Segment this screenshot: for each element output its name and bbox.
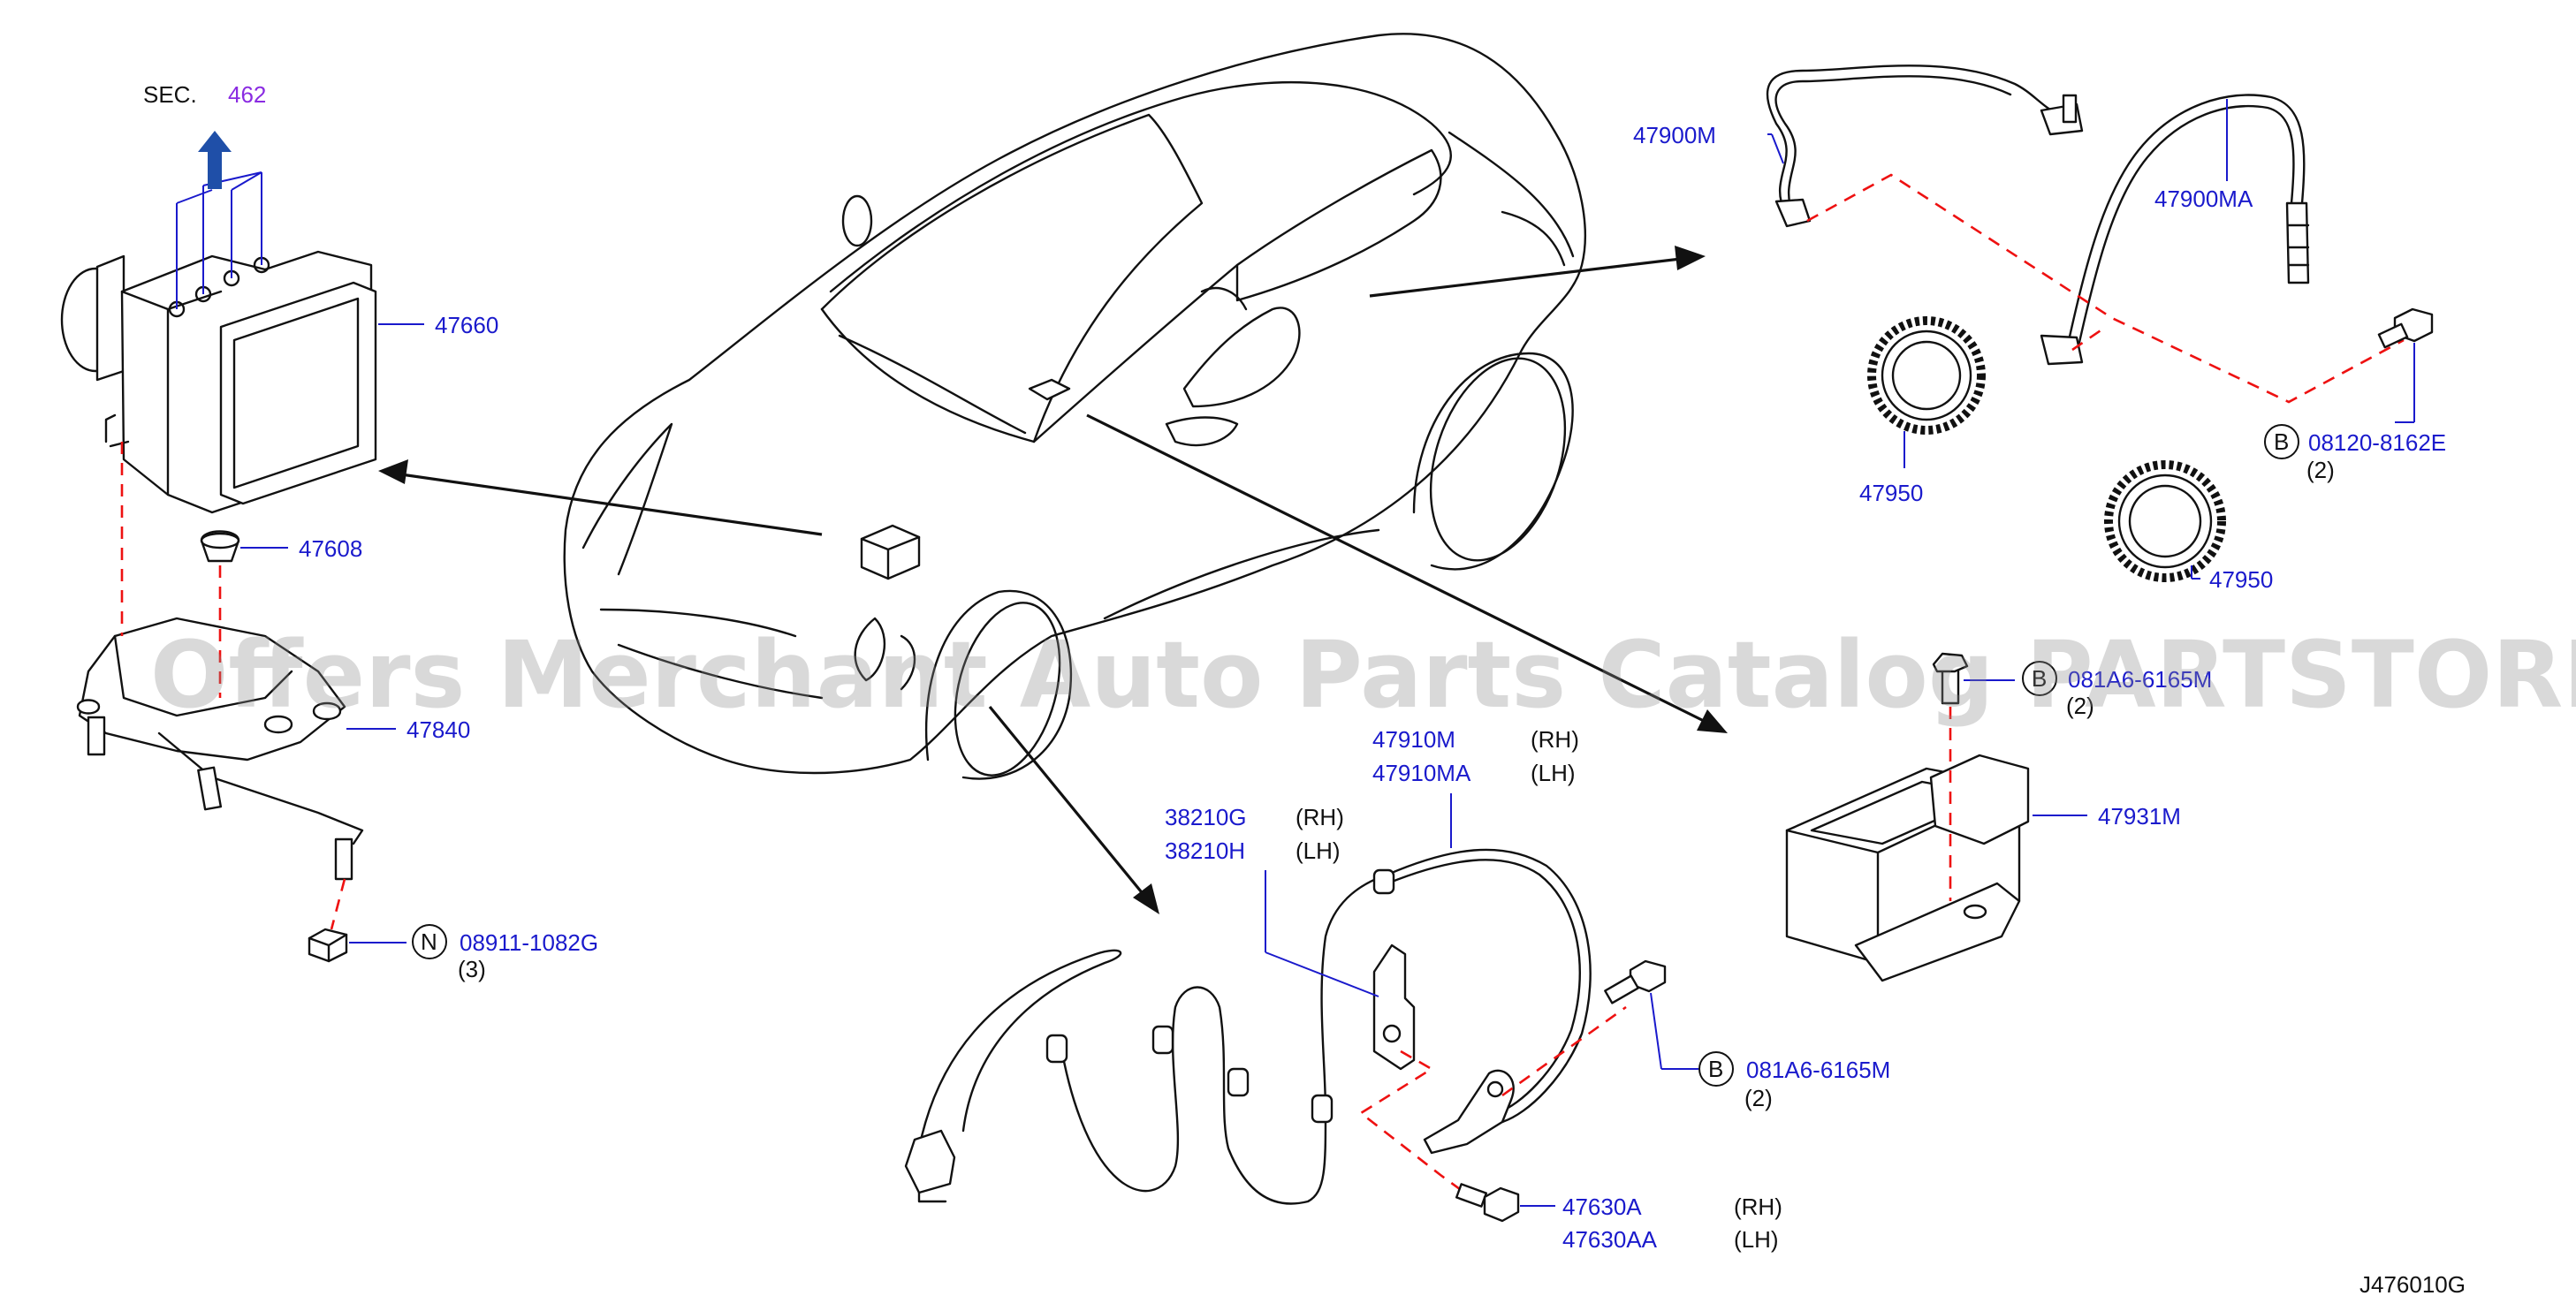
illustration-code: J476010G xyxy=(2359,1271,2466,1298)
hydraulic-lines xyxy=(176,171,262,309)
qty-2-c: (2) xyxy=(1744,1085,1773,1111)
front-sensor-harness xyxy=(904,848,1592,1205)
lh-38210: (LH) xyxy=(1296,837,1341,864)
part-47931m[interactable]: 47931M xyxy=(2098,803,2181,830)
part-47630aa[interactable]: 47630AA xyxy=(1562,1226,1658,1253)
bracket-47840 xyxy=(76,617,364,881)
part-47900m[interactable]: 47900M xyxy=(1633,122,1716,148)
part-38210g[interactable]: 38210G xyxy=(1165,804,1247,830)
bolt-08120 xyxy=(2377,307,2434,349)
n-symbol xyxy=(412,924,447,959)
part-47910m[interactable]: 47910M xyxy=(1372,726,1455,753)
rh-47910: (RH) xyxy=(1531,726,1579,753)
tone-ring-47950-upper xyxy=(1867,316,1986,435)
grommet-47608 xyxy=(200,530,240,563)
part-47950-lower[interactable]: 47950 xyxy=(2209,566,2273,593)
control-unit-47931m xyxy=(1785,652,2030,982)
car-body xyxy=(563,33,1586,780)
rh-38210: (RH) xyxy=(1296,804,1344,830)
sec-arrow-up xyxy=(198,131,232,189)
abs-actuator xyxy=(60,250,377,514)
rear-sensor-cables xyxy=(1766,64,2310,366)
part-47910ma[interactable]: 47910MA xyxy=(1372,760,1471,786)
b-symbol-3-letter: B xyxy=(1708,1056,1723,1082)
part-08120-8162e[interactable]: 08120-8162E xyxy=(2308,429,2446,456)
part-47950-upper[interactable]: 47950 xyxy=(1859,480,1923,506)
tone-ring-47950-lower xyxy=(2104,460,2226,582)
bolt-081a6-bottom xyxy=(1604,959,1667,1004)
part-47660[interactable]: 47660 xyxy=(435,312,498,338)
n-symbol-letter: N xyxy=(421,928,437,955)
bracket-38210 xyxy=(1372,943,1416,1071)
sec-prefix: SEC. xyxy=(143,81,197,108)
b-symbol-2 xyxy=(2022,661,2057,696)
part-081a6-6165m-top[interactable]: 081A6-6165M xyxy=(2068,666,2212,693)
part-38210h[interactable]: 38210H xyxy=(1165,837,1245,864)
b-symbol-1-letter: B xyxy=(2274,428,2289,455)
part-081a6-6165m-bottom[interactable]: 081A6-6165M xyxy=(1746,1057,1890,1083)
qty-2-a: (2) xyxy=(2306,457,2335,483)
callout-arrows xyxy=(378,246,1728,914)
sec-number-link[interactable]: 462 xyxy=(228,81,266,108)
lh-47910: (LH) xyxy=(1531,760,1576,786)
nut-08911 xyxy=(308,928,348,963)
b-symbol-1 xyxy=(2264,424,2299,459)
bolt-47630 xyxy=(1455,1183,1520,1223)
part-47608[interactable]: 47608 xyxy=(299,535,362,562)
part-08911-1082g[interactable]: 08911-1082G xyxy=(460,929,598,956)
b-symbol-3 xyxy=(1698,1051,1734,1087)
part-47900ma[interactable]: 47900MA xyxy=(2154,186,2253,212)
part-47840[interactable]: 47840 xyxy=(407,716,470,743)
qty-2-b: (2) xyxy=(2066,693,2094,719)
qty-3: (3) xyxy=(458,956,486,982)
lh-47630: (LH) xyxy=(1734,1226,1779,1253)
rh-47630: (RH) xyxy=(1734,1194,1782,1220)
part-47630a[interactable]: 47630A xyxy=(1562,1194,1642,1220)
watermark: Offers Merchant Auto Parts Catalog PARTS… xyxy=(150,621,2576,729)
b-symbol-2-letter: B xyxy=(2032,665,2047,692)
